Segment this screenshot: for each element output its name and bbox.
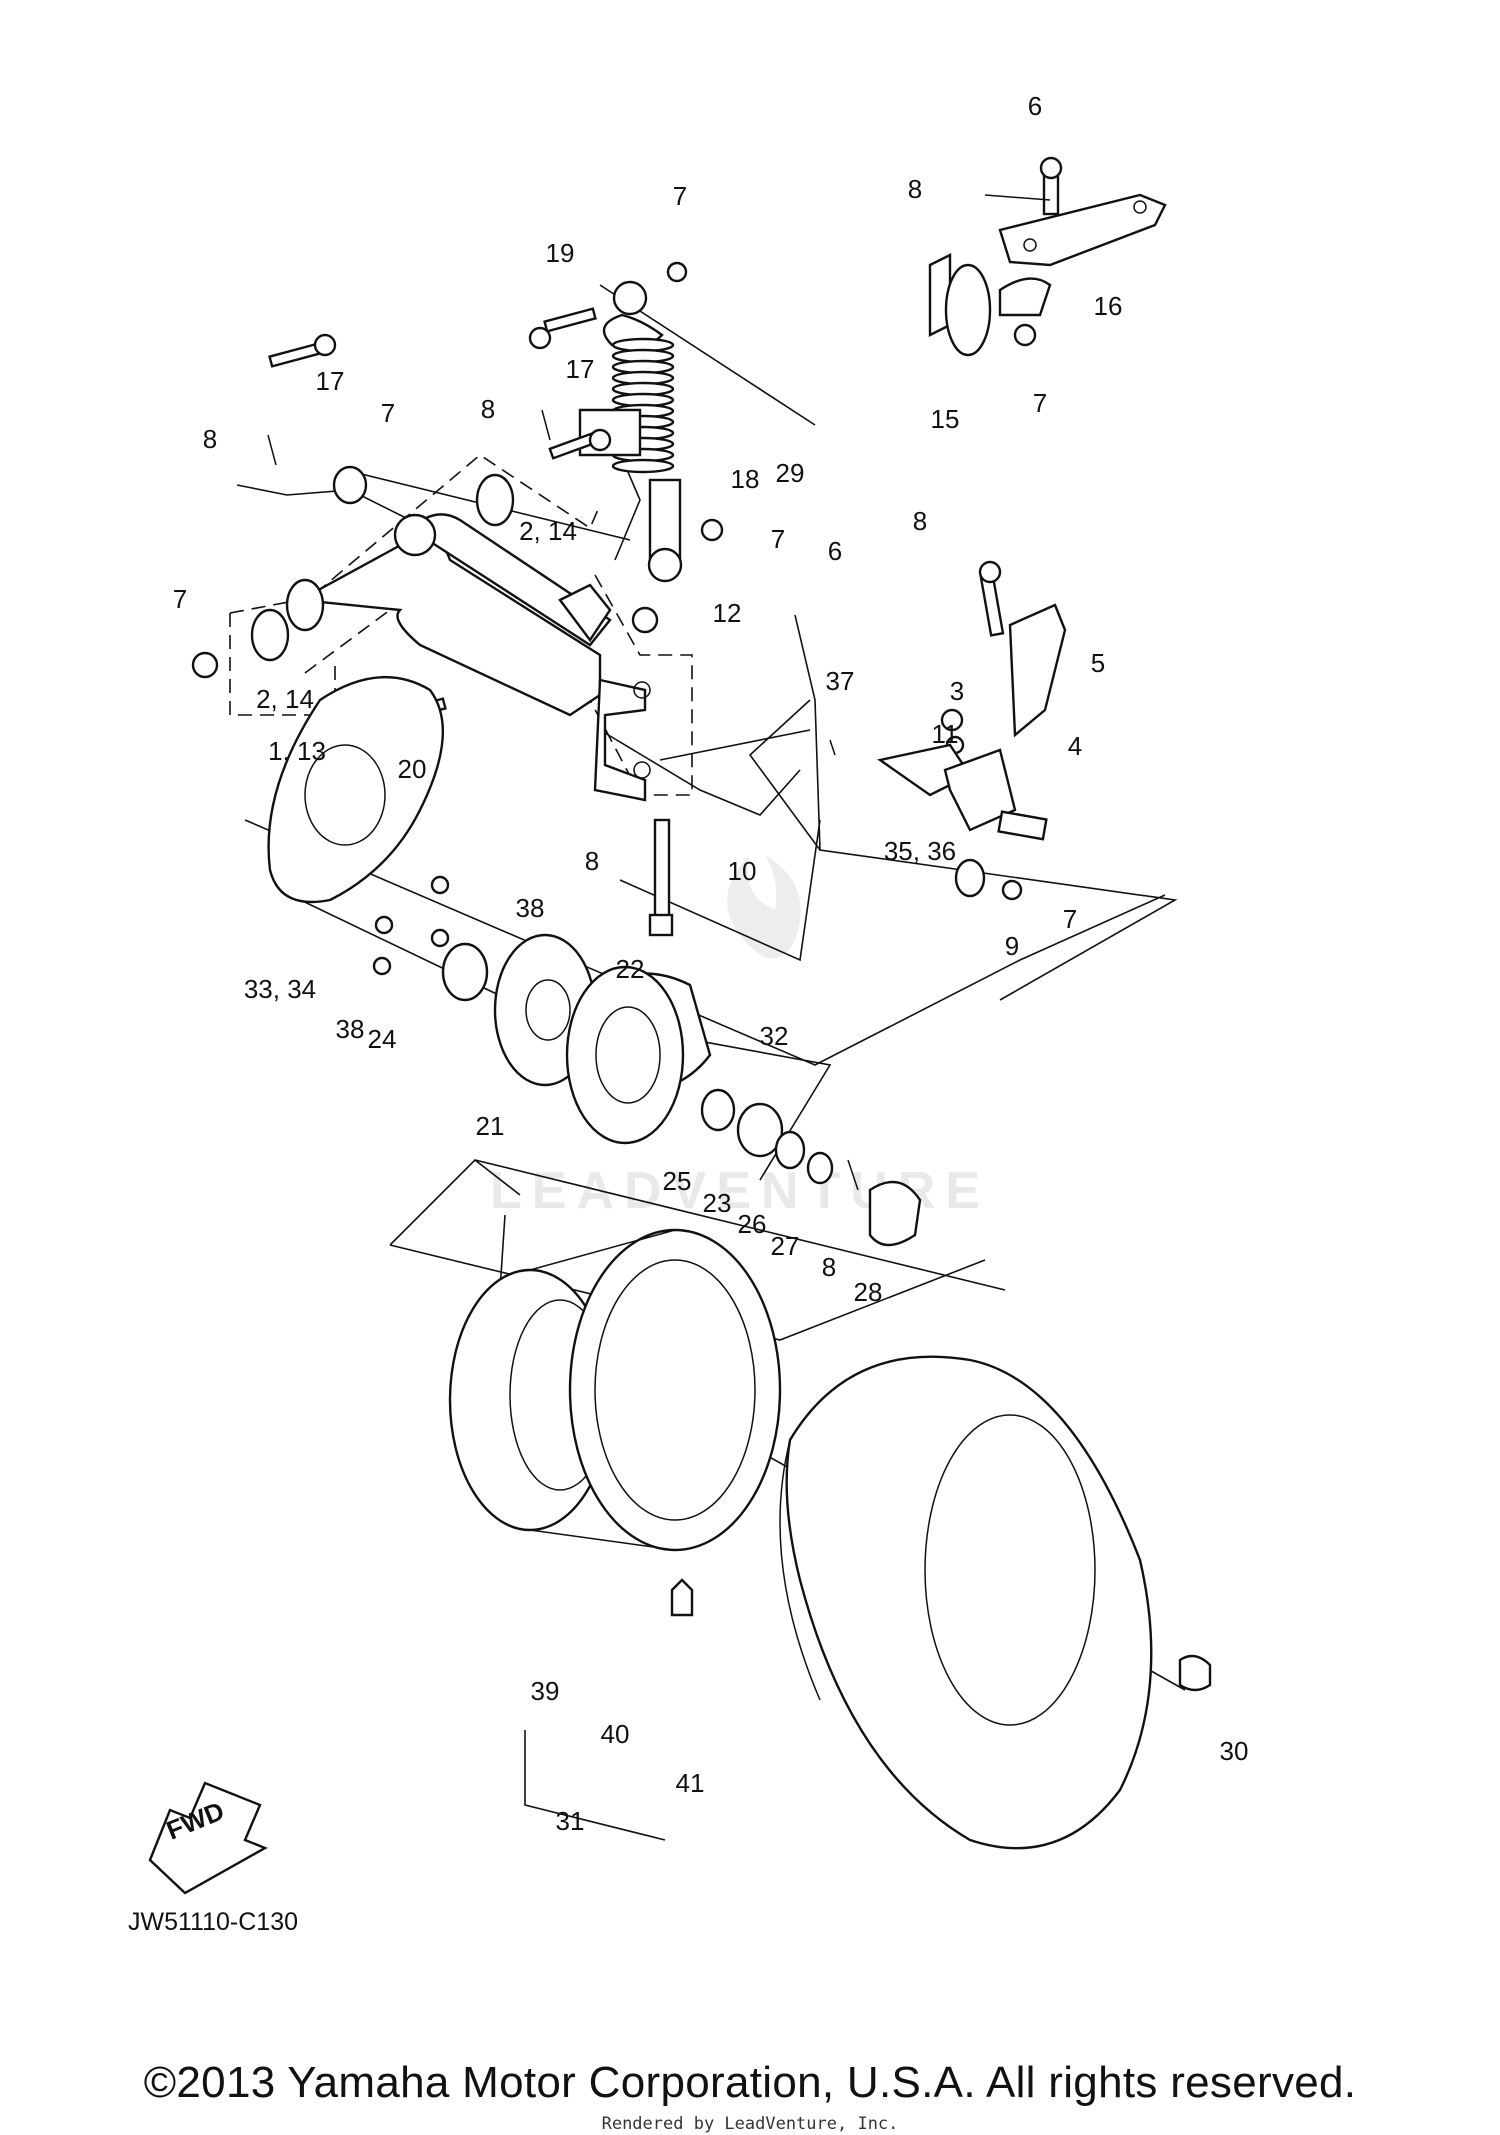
knuckle-assembly bbox=[829, 560, 1067, 901]
callout-c29: 35, 36 bbox=[884, 836, 956, 866]
callout-c31: 10 bbox=[728, 856, 757, 886]
callout-c51: 30 bbox=[1220, 1736, 1249, 1766]
callout-c2: 7 bbox=[673, 181, 687, 211]
callout-c40: 21 bbox=[476, 1111, 505, 1141]
callout-c26: 2, 14 bbox=[256, 684, 314, 714]
callout-c32: 9 bbox=[1005, 931, 1019, 961]
callout-c43: 26 bbox=[738, 1209, 767, 1239]
callout-c30: 8 bbox=[585, 846, 599, 876]
callout-c28: 20 bbox=[398, 754, 427, 784]
callout-c50: 41 bbox=[676, 1768, 705, 1798]
callout-c33: 7 bbox=[1063, 904, 1077, 934]
callout-c46: 28 bbox=[854, 1277, 883, 1307]
callout-c20: 12 bbox=[713, 598, 742, 628]
callout-c9: 7 bbox=[381, 398, 395, 428]
callout-c1: 6 bbox=[1028, 91, 1042, 121]
callout-c38: 24 bbox=[368, 1024, 397, 1054]
callout-c16: 7 bbox=[771, 524, 785, 554]
callout-c8: 17 bbox=[316, 366, 345, 396]
hub-and-drum bbox=[441, 933, 922, 1247]
callout-c18: 6 bbox=[828, 536, 842, 566]
callout-c6: 7 bbox=[1033, 388, 1047, 418]
callout-c47: 39 bbox=[531, 1676, 560, 1706]
callout-c4: 16 bbox=[1094, 291, 1123, 321]
callout-c44: 27 bbox=[771, 1231, 800, 1261]
callout-c42: 23 bbox=[703, 1188, 732, 1218]
fwd-arrow: FWD bbox=[148, 1781, 268, 1895]
callout-c21: 5 bbox=[1091, 648, 1105, 678]
spring-coil bbox=[611, 458, 675, 474]
callout-c48: 40 bbox=[601, 1719, 630, 1749]
callout-c17: 8 bbox=[913, 506, 927, 536]
callout-c23: 3 bbox=[950, 676, 964, 706]
callout-c13: 29 bbox=[776, 458, 805, 488]
callout-c35: 22 bbox=[616, 954, 645, 984]
rendered-by-credit: Rendered by LeadVenture, Inc. bbox=[601, 2114, 899, 2134]
tire bbox=[779, 1355, 1212, 1850]
a-arm-assembly bbox=[285, 513, 651, 802]
callout-c11: 17 bbox=[566, 354, 595, 384]
callout-c24: 11 bbox=[932, 719, 959, 749]
callout-c10: 8 bbox=[481, 394, 495, 424]
callout-c22: 37 bbox=[826, 666, 855, 696]
callout-c49: 31 bbox=[556, 1806, 585, 1836]
wheel-rim bbox=[448, 1228, 782, 1617]
callout-c12: 8 bbox=[203, 424, 217, 454]
callout-c7: 19 bbox=[546, 238, 575, 268]
callout-c5: 15 bbox=[931, 404, 960, 434]
shock-absorber bbox=[578, 261, 724, 583]
drawing-code: JW51110-C130 bbox=[128, 1908, 298, 1936]
callout-c37: 38 bbox=[336, 1014, 365, 1044]
callout-c36: 33, 34 bbox=[244, 974, 316, 1004]
callout-c27: 1, 13 bbox=[268, 736, 326, 766]
callout-c3: 8 bbox=[908, 174, 922, 204]
callout-c19: 7 bbox=[173, 584, 187, 614]
callout-c45: 8 bbox=[822, 1252, 836, 1282]
callout-c39: 32 bbox=[760, 1021, 789, 1051]
callout-c15: 2, 14 bbox=[519, 516, 577, 546]
brake-backing-plate bbox=[267, 675, 450, 976]
callout-c25: 4 bbox=[1068, 731, 1082, 761]
callout-c41: 25 bbox=[663, 1166, 692, 1196]
callout-c14: 18 bbox=[731, 464, 760, 494]
copyright-notice: ©2013 Yamaha Motor Corporation, U.S.A. A… bbox=[143, 2058, 1357, 2107]
callout-c34: 38 bbox=[516, 893, 545, 923]
callout-labels: 6 7 8 16 15 7 19 17 7 8 17 8 29 18 2, 14 7 8 6 7 12 5 37 3 11 4 2… bbox=[173, 91, 1249, 1836]
upper-bracket-assembly bbox=[928, 156, 1167, 357]
